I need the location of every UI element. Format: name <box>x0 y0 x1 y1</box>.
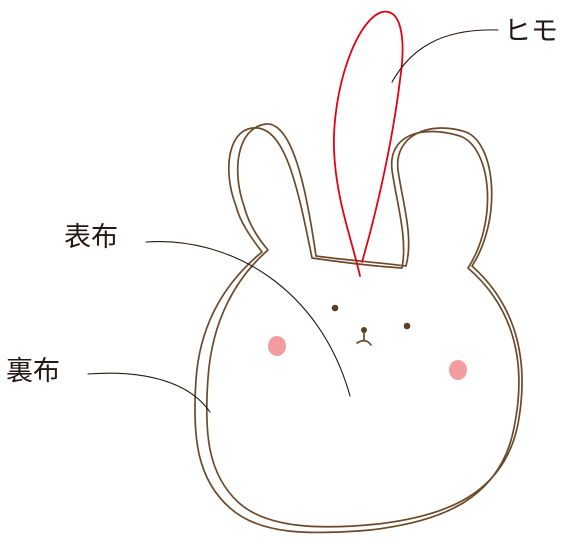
label-ura: 裏布 <box>6 356 60 387</box>
left-cheek <box>268 336 286 356</box>
loop-string <box>333 10 404 277</box>
right-eye <box>403 322 411 330</box>
front-fabric-outline <box>205 123 523 528</box>
himo-leader-line <box>391 29 499 83</box>
label-himo: ヒモ <box>504 16 558 47</box>
nose <box>361 327 367 333</box>
omote-leader-line <box>145 240 351 397</box>
left-eye <box>331 304 339 312</box>
label-omote: 表布 <box>64 222 118 253</box>
mouth <box>356 332 372 346</box>
ura-leader-line <box>87 372 211 413</box>
right-cheek <box>449 360 467 380</box>
back-fabric-outline <box>194 127 520 534</box>
